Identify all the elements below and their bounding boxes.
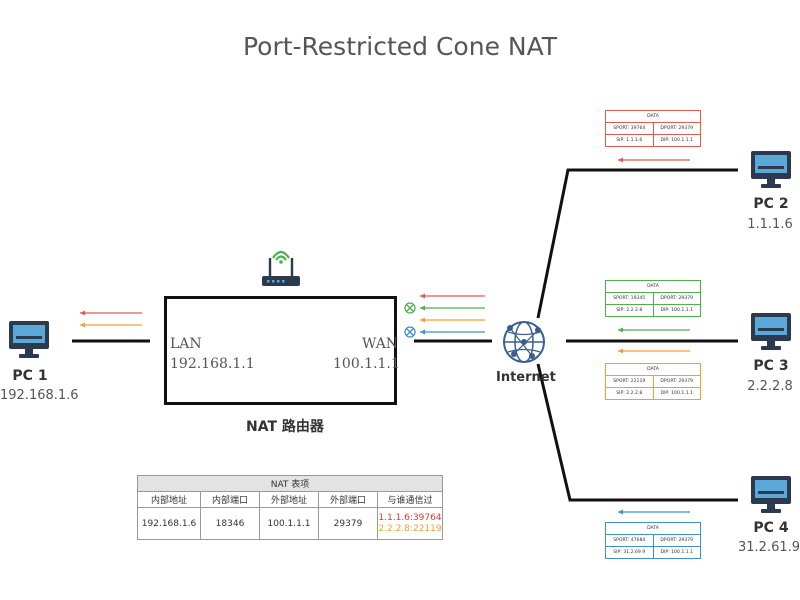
packet-sip: SIP: 2.2.2.8 <box>616 391 643 396</box>
packet-pc4: DATA SPORT: 47684 DPORT: 29379 SIP: 31.2.… <box>605 522 701 559</box>
desktop-monitor-icon <box>751 151 791 188</box>
packet-sport: SPORT: 19345 <box>613 296 646 301</box>
nat-table-title: NAT 表项 <box>137 475 443 492</box>
packet-dport: DPORT: 29379 <box>652 293 701 304</box>
nat-internal-addr: 192.168.1.6 <box>137 507 201 540</box>
nat-col-internal-port: 内部端口 <box>200 491 260 508</box>
pc4-ip: 31.2.61.9 <box>738 540 800 555</box>
pc1-name: PC 1 <box>12 368 48 384</box>
nat-internal-port: 18346 <box>200 507 260 540</box>
pc2-ip: 1.1.1.6 <box>747 217 793 232</box>
nat-router-box <box>164 296 397 405</box>
x-circle-icon <box>404 302 416 314</box>
globe-network-icon <box>503 321 545 363</box>
pc3-name: PC 3 <box>753 358 789 374</box>
nat-external-addr: 100.1.1.1 <box>259 507 319 540</box>
lan-label: LAN <box>170 336 202 352</box>
lan-ip: 192.168.1.1 <box>170 356 255 372</box>
pc4-name: PC 4 <box>753 520 789 536</box>
packet-dip: DIP: 100.1.1.1 <box>652 547 701 558</box>
link-internet-pc4 <box>536 363 738 502</box>
nat-peer-2: 2.2.2.8:22119 <box>378 523 442 534</box>
wan-ip: 100.1.1.1 <box>333 356 400 372</box>
pc3-ip: 2.2.2.8 <box>747 379 793 394</box>
link-internet-pc2 <box>536 168 738 319</box>
x-circle-icon <box>404 326 416 338</box>
nat-peers-cell: 1.1.1.6:39764 2.2.2.8:22119 <box>377 507 443 540</box>
nat-peer-1: 1.1.1.6:39764 <box>378 512 442 523</box>
packet-sip: SIP: 2.2.2.8 <box>616 308 643 313</box>
packet-dport: DPORT: 29379 <box>652 376 701 387</box>
packet-data: DATA <box>647 284 659 289</box>
wan-label: WAN <box>362 336 399 352</box>
packet-dip: DIP: 100.1.1.1 <box>652 388 701 399</box>
desktop-monitor-icon <box>9 321 49 358</box>
packet-data: DATA <box>647 526 659 531</box>
packet-dip: DIP: 100.1.1.1 <box>652 135 701 146</box>
desktop-monitor-icon <box>751 476 791 513</box>
router-caption: NAT 路由器 <box>246 419 324 435</box>
packet-dip: DIP: 100.1.1.1 <box>652 305 701 316</box>
internet-label: Internet <box>496 370 556 385</box>
packet-data: DATA <box>647 114 659 119</box>
pc1-ip: 192.168.1.6 <box>0 388 79 403</box>
packet-sport: SPORT: 47684 <box>613 538 646 543</box>
packet-pc3-green: DATA SPORT: 19345 DPORT: 29379 SIP: 2.2.2… <box>605 280 701 317</box>
packet-sport: SPORT: 39764 <box>613 126 646 131</box>
packet-dport: DPORT: 29379 <box>652 123 701 134</box>
packet-data: DATA <box>647 367 659 372</box>
nat-col-external-port: 外部端口 <box>318 491 378 508</box>
nat-table: NAT 表项 内部地址 内部端口 外部地址 外部端口 与谁通信过 192.168… <box>137 475 443 540</box>
packet-sip: SIP: 1.1.1.6 <box>616 138 643 143</box>
nat-external-port: 29379 <box>318 507 378 540</box>
packet-sport: SPORT: 22119 <box>613 379 646 384</box>
nat-col-external-addr: 外部地址 <box>259 491 319 508</box>
pc2-name: PC 2 <box>753 196 789 212</box>
packet-pc2: DATA SPORT: 39764 DPORT: 29379 SIP: 1.1.1… <box>605 110 701 147</box>
packet-pc3-orange: DATA SPORT: 22119 DPORT: 29379 SIP: 2.2.2… <box>605 363 701 400</box>
packet-dport: DPORT: 29379 <box>652 535 701 546</box>
table-row: 192.168.1.6 18346 100.1.1.1 29379 1.1.1.… <box>137 507 443 540</box>
wifi-router-icon <box>262 250 300 286</box>
diagram-title: Port-Restricted Cone NAT <box>242 32 558 61</box>
desktop-monitor-icon <box>751 313 791 350</box>
nat-col-peers: 与谁通信过 <box>377 491 443 508</box>
packet-sip: SIP: 31.2.69.9 <box>613 550 646 555</box>
nat-col-internal-addr: 内部地址 <box>137 491 201 508</box>
